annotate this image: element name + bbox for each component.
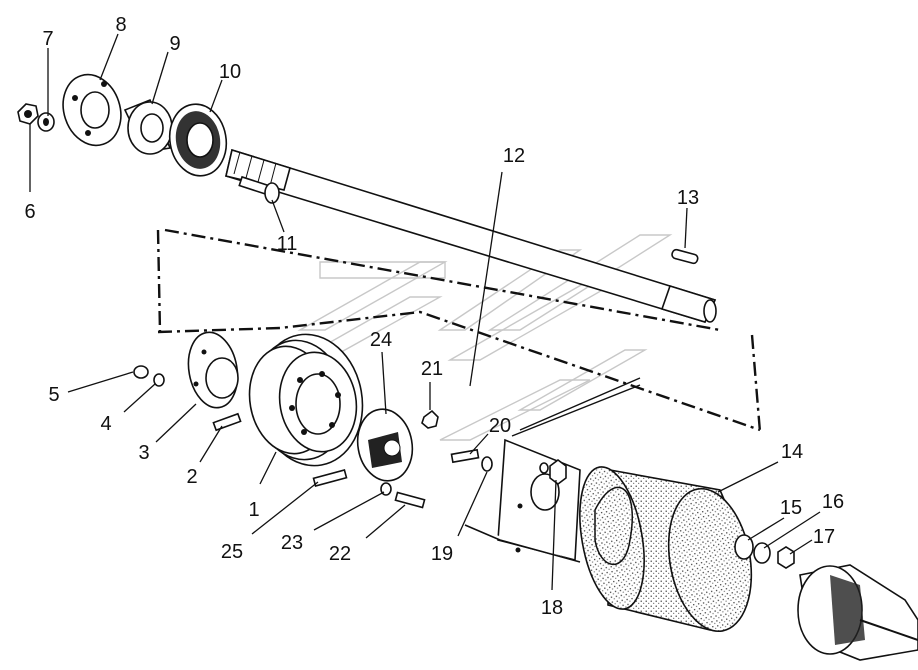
hub — [123, 98, 173, 155]
pulley — [248, 333, 364, 467]
callout-7: 7 — [42, 28, 53, 50]
callout-labels: 7 8 9 10 6 12 13 11 5 4 3 2 1 24 21 20 2… — [24, 14, 844, 619]
nut-17 — [777, 546, 795, 569]
washer-plate — [481, 456, 493, 472]
alignment-frame — [156, 228, 762, 433]
nut-washer — [17, 103, 55, 132]
callout-15: 15 — [780, 497, 802, 519]
callout-5: 5 — [48, 384, 59, 406]
bolt — [238, 175, 280, 204]
bearing-ring — [168, 103, 228, 177]
leader-lines — [29, 33, 821, 591]
bolt-small — [450, 448, 480, 464]
callout-10: 10 — [219, 61, 241, 83]
callout-19: 19 — [431, 543, 453, 565]
coupling — [356, 408, 414, 482]
washer-16 — [753, 542, 771, 564]
callout-13: 13 — [677, 187, 699, 209]
washer — [153, 373, 165, 387]
callout-4: 4 — [100, 413, 111, 435]
callout-25: 25 — [221, 541, 243, 563]
flange — [62, 73, 122, 147]
drum — [579, 466, 753, 633]
bolt-medium — [394, 491, 426, 509]
nut — [133, 365, 149, 379]
callout-8: 8 — [115, 14, 126, 36]
driveshaft-yoke — [797, 564, 918, 661]
flange-hub — [187, 331, 239, 409]
nut-plate — [539, 459, 567, 485]
bolt-short — [212, 412, 242, 432]
callout-14: 14 — [781, 441, 803, 463]
washer-15 — [734, 534, 754, 560]
callout-2: 2 — [186, 466, 197, 488]
main-shaft — [225, 148, 717, 323]
callout-12: 12 — [503, 145, 525, 167]
callout-24: 24 — [370, 329, 392, 351]
hex-nut — [421, 409, 439, 429]
callout-1: 1 — [248, 499, 259, 521]
callout-3: 3 — [138, 442, 149, 464]
callout-16: 16 — [822, 491, 844, 513]
callout-23: 23 — [281, 532, 303, 554]
callout-17: 17 — [813, 526, 835, 548]
callout-6: 6 — [24, 201, 35, 223]
bolt-long — [312, 469, 348, 487]
callout-22: 22 — [329, 543, 351, 565]
callout-21: 21 — [421, 358, 443, 380]
key — [671, 248, 699, 265]
callout-20: 20 — [489, 415, 511, 437]
callout-11: 11 — [277, 233, 298, 255]
callout-9: 9 — [169, 33, 180, 55]
callout-18: 18 — [541, 597, 563, 619]
